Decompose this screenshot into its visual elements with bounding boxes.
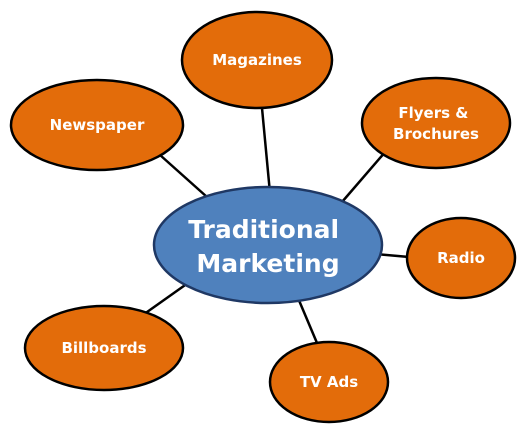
node-newspaper-label: Newspaper [50, 116, 145, 134]
connector-magazines [260, 107, 272, 194]
node-flyers-line-2: Brochures [393, 125, 479, 143]
node-newspaper: Newspaper [9, 78, 185, 172]
node-radio: Radio [405, 216, 517, 300]
connector-billboards [139, 281, 189, 319]
node-radio-line-1: Radio [437, 249, 485, 267]
connector-tv-ads [296, 297, 319, 344]
node-billboards: Billboards [23, 304, 185, 392]
center-node-shape [152, 185, 384, 305]
node-magazines: Magazines [180, 10, 334, 110]
node-tv-ads-line-1: TV Ads [300, 373, 358, 391]
node-magazines-label: Magazines [212, 51, 302, 69]
center-node: Traditional Marketing [152, 185, 384, 305]
node-tv-ads-label: TV Ads [300, 373, 358, 391]
connector-newspaper [159, 154, 208, 198]
center-node-label: Traditional Marketing [188, 215, 348, 278]
node-flyers-label: Flyers & Brochures [393, 104, 479, 143]
node-billboards-shape [23, 304, 185, 392]
node-tv-ads-shape [268, 340, 390, 424]
connector-flyers [341, 150, 387, 203]
node-radio-shape [405, 216, 517, 300]
node-newspaper-line-1: Newspaper [50, 116, 145, 134]
connectors [139, 107, 410, 344]
node-flyers-shape [360, 76, 512, 170]
node-magazines-line-1: Magazines [212, 51, 302, 69]
center-node-line-2: Marketing [196, 249, 339, 278]
node-billboards-label: Billboards [61, 339, 146, 357]
node-flyers: Flyers & Brochures [360, 76, 512, 170]
node-radio-label: Radio [437, 249, 485, 267]
node-magazines-shape [180, 10, 334, 110]
node-tv-ads: TV Ads [268, 340, 390, 424]
node-flyers-line-1: Flyers & [398, 104, 468, 122]
center-node-line-1: Traditional [188, 215, 339, 244]
node-billboards-line-1: Billboards [61, 339, 146, 357]
node-newspaper-shape [9, 78, 185, 172]
